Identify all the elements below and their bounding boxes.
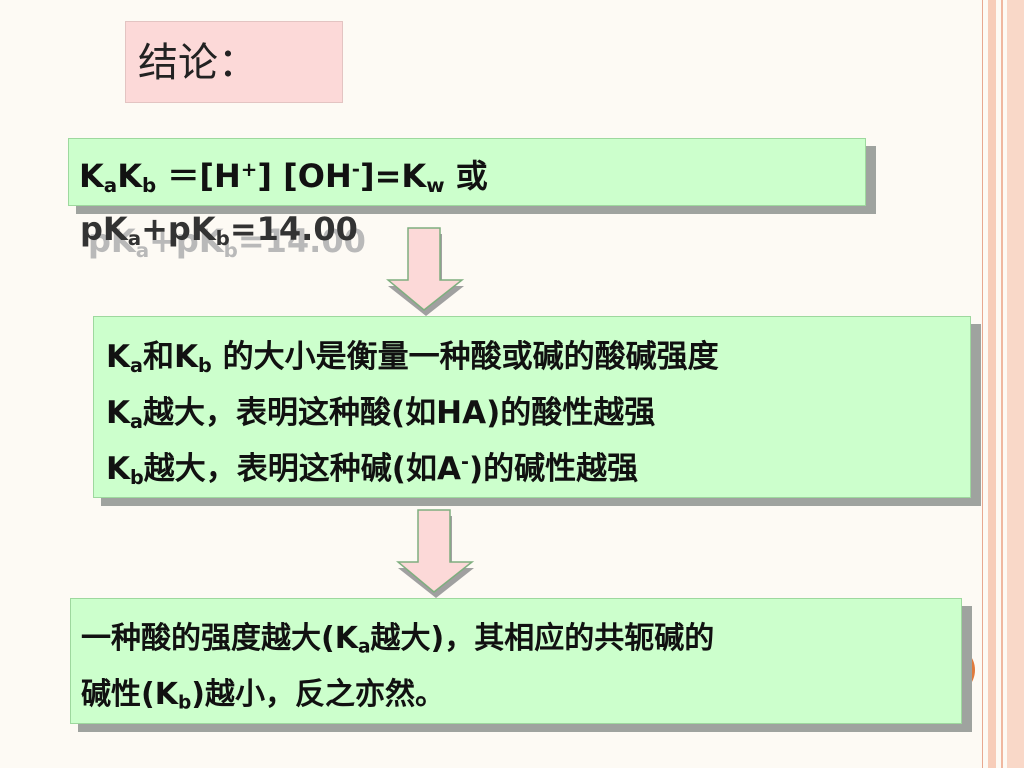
explanation-line3: Kb越大，表明这种碱(如A-)的碱性越强 [106, 450, 639, 489]
explanation-line1: Ka和Kb 的大小是衡量一种酸或碱的酸碱强度 [106, 339, 719, 377]
decor-stripe [988, 0, 996, 768]
explanation-line2: Ka越大，表明这种酸(如HA)的酸性越强 [106, 395, 656, 433]
formula-box: KaKb ＝[H+] [OH-]=Kw 或 [68, 138, 866, 206]
explanation-box: Ka和Kb 的大小是衡量一种酸或碱的酸碱强度 Ka越大，表明这种酸(如HA)的酸… [93, 316, 971, 498]
decor-stripe [1007, 0, 1024, 768]
formula-pk-shadow: pKa+pKb=14.00 [88, 222, 366, 262]
conclusion-line1: 一种酸的强度越大(Ka越大)，其相应的共轭碱的 [81, 621, 715, 658]
formula-pk: pKa+pKb=14.00 [80, 210, 358, 250]
down-arrow-icon [396, 509, 475, 598]
conclusion-box: 一种酸的强度越大(Ka越大)，其相应的共轭碱的 碱性(Kb)越小，反之亦然。 [70, 598, 962, 724]
conclusion-line2: 碱性(Kb)越小，反之亦然。 [81, 677, 445, 714]
decor-stripe [1001, 0, 1003, 768]
down-arrow-icon [386, 227, 465, 316]
formula-kakb: KaKb ＝[H+] [OH-]=Kw 或 [79, 157, 488, 197]
slide-title: 结论： [125, 21, 343, 103]
decor-stripe [982, 0, 983, 768]
